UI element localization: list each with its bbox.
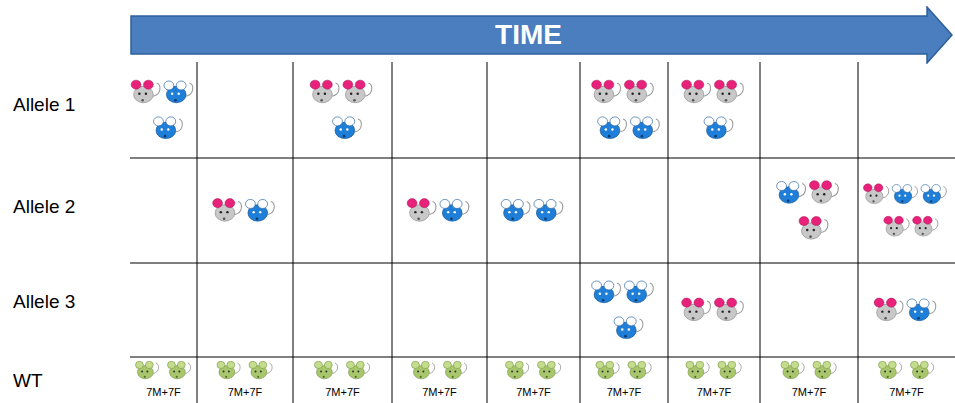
mouse-icon bbox=[135, 361, 158, 378]
arrow-title: TIME bbox=[495, 19, 562, 51]
mouse-icon bbox=[534, 199, 563, 221]
row-label: Allele 3 bbox=[13, 291, 75, 313]
mouse-icon bbox=[910, 361, 933, 378]
mouse-icon bbox=[624, 80, 653, 103]
mouse-icon bbox=[628, 361, 651, 378]
mouse-icon bbox=[884, 216, 909, 236]
mouse-icon bbox=[907, 299, 936, 321]
mouse-icon bbox=[781, 361, 804, 378]
mouse-icon bbox=[249, 361, 272, 378]
mouse-icon bbox=[913, 216, 938, 236]
mouse-icon bbox=[592, 80, 621, 103]
mouse-icon bbox=[863, 184, 888, 204]
count-label: 7M+7F bbox=[228, 386, 263, 398]
mouse-icon bbox=[596, 361, 619, 378]
mouse-icon bbox=[813, 361, 836, 378]
mouse-icon bbox=[686, 361, 709, 378]
mouse-icon bbox=[592, 281, 621, 303]
row-label: WT bbox=[13, 370, 43, 392]
mouse-icon bbox=[131, 80, 160, 103]
mouse-icon bbox=[682, 80, 711, 103]
mouse-icon bbox=[598, 117, 627, 139]
mouse-icon bbox=[346, 361, 369, 378]
mouse-icon bbox=[314, 361, 337, 378]
mouse-icon bbox=[411, 361, 434, 378]
mouse-icon bbox=[537, 361, 560, 378]
row-label: Allele 1 bbox=[13, 94, 75, 116]
mouse-icon bbox=[714, 298, 743, 321]
mouse-icon bbox=[624, 281, 653, 303]
mouse-icon bbox=[407, 199, 436, 222]
mouse-icon bbox=[714, 80, 743, 103]
mouse-icon bbox=[614, 317, 643, 339]
mouse-icon bbox=[682, 298, 711, 321]
mouse-icon bbox=[718, 361, 741, 378]
count-label: 7M+7F bbox=[146, 386, 181, 398]
count-label: 7M+7F bbox=[697, 386, 732, 398]
mouse-icon bbox=[440, 199, 469, 221]
mouse-icon bbox=[704, 117, 733, 139]
mouse-icon bbox=[777, 181, 806, 203]
mouse-icon bbox=[164, 81, 193, 103]
mouse-icon bbox=[310, 80, 339, 103]
mouse-icon bbox=[630, 117, 659, 139]
count-label: 7M+7F bbox=[607, 386, 642, 398]
mouse-icon bbox=[878, 361, 901, 378]
count-label: 7M+7F bbox=[325, 386, 360, 398]
mouse-icon bbox=[154, 117, 183, 139]
mouse-icon bbox=[343, 80, 372, 103]
mouse-icon bbox=[874, 298, 903, 321]
mouse-icon bbox=[809, 181, 838, 204]
mouse-icon bbox=[505, 361, 528, 378]
time-arrow: TIME bbox=[130, 6, 953, 64]
mouse-icon bbox=[217, 361, 240, 378]
count-label: 7M+7F bbox=[889, 386, 924, 398]
row-label: Allele 2 bbox=[13, 196, 75, 218]
mouse-icon bbox=[213, 199, 242, 222]
mouse-icon bbox=[892, 185, 917, 204]
count-label: 7M+7F bbox=[792, 386, 827, 398]
mouse-icon bbox=[443, 361, 466, 378]
count-label: 7M+7F bbox=[422, 386, 457, 398]
mouse-icon bbox=[333, 117, 362, 139]
mouse-icon bbox=[799, 217, 828, 240]
count-label: 7M+7F bbox=[516, 386, 551, 398]
mouse-icon bbox=[501, 199, 530, 221]
mouse-icon bbox=[921, 185, 946, 204]
mouse-icon bbox=[167, 361, 190, 378]
arrow-outline bbox=[131, 7, 952, 63]
mouse-icon bbox=[245, 199, 274, 221]
